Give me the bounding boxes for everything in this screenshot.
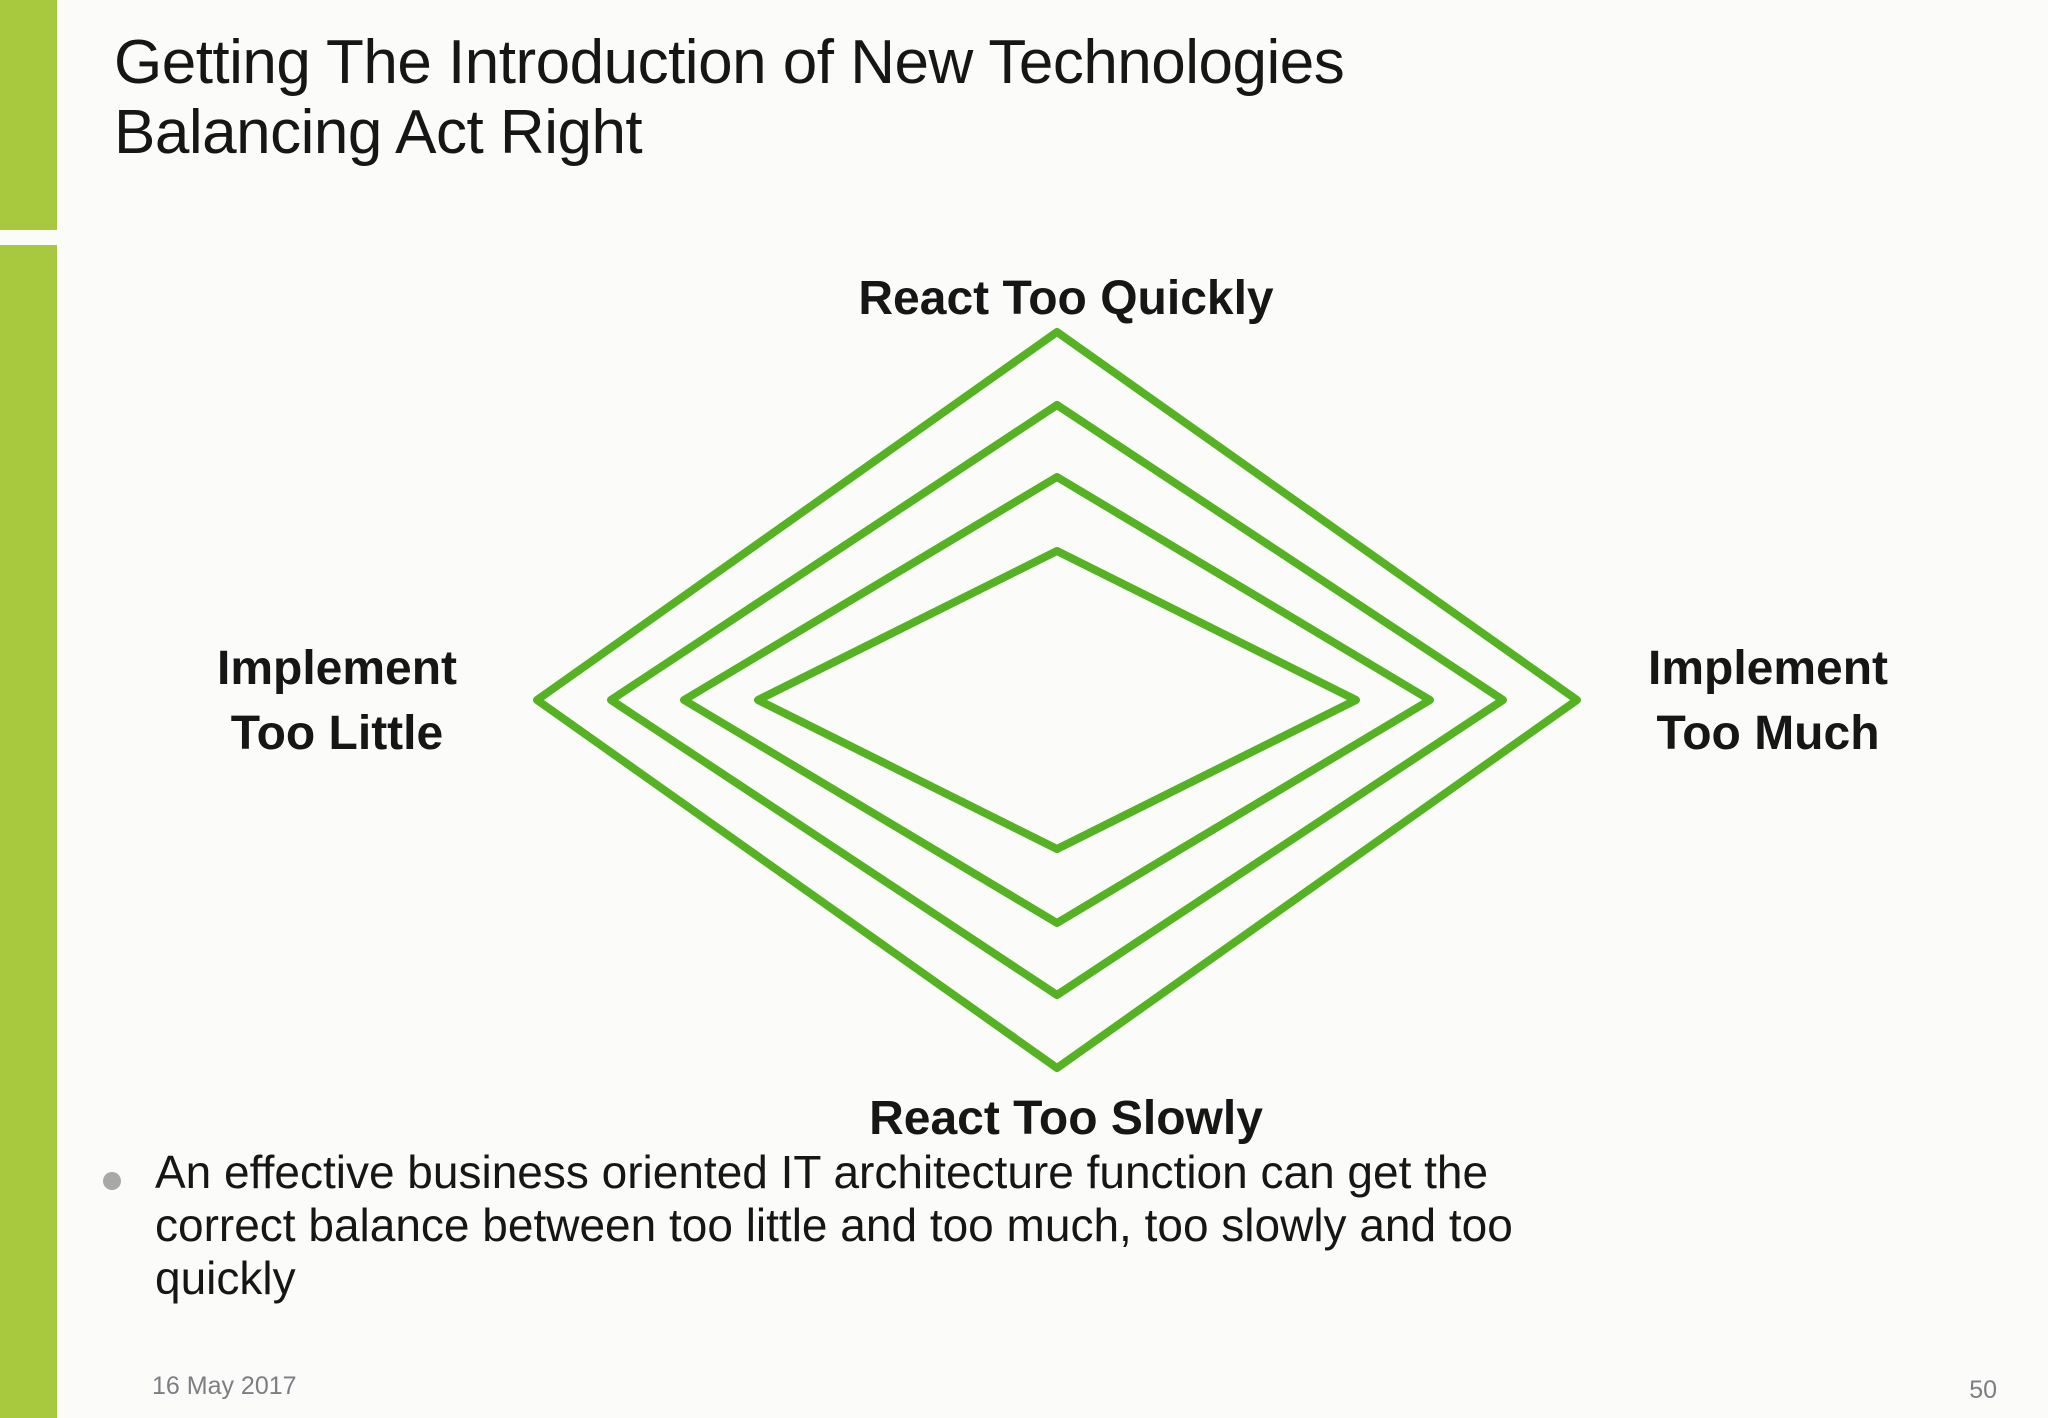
diagram-label-react-too-quickly: React Too Quickly bbox=[858, 272, 1274, 325]
bullet-point-icon bbox=[103, 1172, 121, 1190]
accent-bar-bottom-segment bbox=[0, 245, 57, 1418]
slide-title-line2: Balancing Act Right bbox=[114, 98, 643, 167]
diagram-label-right-line2: Too Much bbox=[1656, 707, 1880, 760]
bullet-line: An effective business oriented IT archit… bbox=[155, 1146, 1489, 1198]
slide-title-line1: Getting The Introduction of New Technolo… bbox=[114, 28, 1345, 97]
slide-title: Getting The Introduction of New Technolo… bbox=[114, 28, 1345, 168]
diamond-ring bbox=[533, 328, 1581, 1072]
diamond-ring bbox=[607, 401, 1507, 999]
bullet-line: quickly bbox=[155, 1252, 296, 1304]
accent-bar-top-segment bbox=[0, 0, 57, 230]
diagram-label-implement-too-much: Implement Too Much bbox=[1648, 636, 1888, 766]
footer-date: 16 May 2017 bbox=[152, 1372, 297, 1400]
diagram-label-implement-too-little: Implement Too Little bbox=[217, 636, 457, 766]
diamond-ring bbox=[680, 473, 1434, 927]
diagram-label-right-line1: Implement bbox=[1647, 642, 1889, 695]
diagram-label-react-too-slowly: React Too Slowly bbox=[869, 1092, 1263, 1145]
footer-page-number: 50 bbox=[1969, 1376, 1997, 1404]
diagram-label-left-line2: Too Little bbox=[230, 707, 444, 760]
diagram-label-left-line1: Implement bbox=[216, 642, 458, 695]
bullet-line: correct balance between too little and t… bbox=[155, 1199, 1513, 1251]
bullet-paragraph: An effective business oriented IT archit… bbox=[155, 1146, 1955, 1305]
diamond-ring bbox=[754, 547, 1360, 853]
